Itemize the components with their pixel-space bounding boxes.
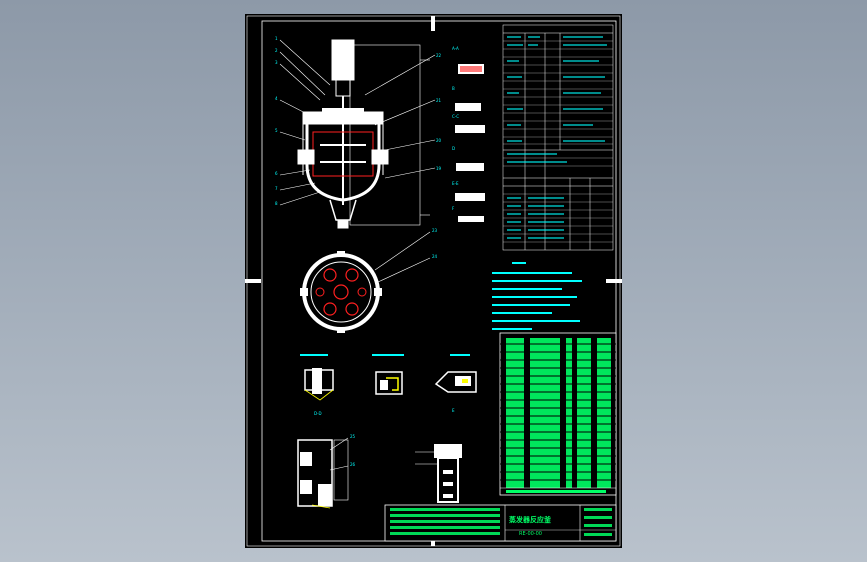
- svg-text:21: 21: [436, 98, 442, 103]
- svg-text:E-E: E-E: [452, 181, 459, 186]
- main-view-leaders: [279, 39, 436, 206]
- lower-detail-3: E: [434, 354, 477, 413]
- main-view-balloons: 1 2 3 4 5 6 7 8 22 21 20 19: [275, 36, 442, 206]
- svg-text:D: D: [452, 146, 455, 151]
- svg-text:25: 25: [350, 434, 356, 439]
- lower-detail-2: [372, 354, 404, 395]
- svg-text:23: 23: [432, 228, 438, 233]
- svg-text:7: 7: [275, 186, 278, 191]
- center-mark-left: [245, 279, 261, 283]
- svg-text:24: 24: [432, 254, 438, 259]
- svg-text:E: E: [452, 408, 455, 413]
- svg-text:B: B: [452, 86, 455, 91]
- svg-text:2: 2: [275, 48, 278, 53]
- svg-text:C-C: C-C: [452, 114, 459, 119]
- drawing-number: RE-00-00: [519, 531, 542, 537]
- drawing-name: 蒸发器反应釜: [509, 516, 551, 524]
- center-mark-right: [606, 279, 622, 283]
- main-elevation-view: [297, 39, 430, 229]
- parts-list: [499, 332, 617, 496]
- svg-text:5: 5: [275, 128, 278, 133]
- lower-detail-1: D-D: [300, 354, 334, 416]
- spec-table-fills: [507, 36, 607, 239]
- svg-text:A-A: A-A: [452, 46, 459, 51]
- plan-view: 23 24: [300, 228, 438, 333]
- svg-text:6: 6: [275, 171, 278, 176]
- spec-table: [502, 24, 614, 251]
- lower-detail-5: [415, 444, 462, 503]
- spec-table-rows: [503, 40, 613, 243]
- svg-text:22: 22: [436, 53, 442, 58]
- svg-text:26: 26: [350, 462, 356, 467]
- technical-notes: [492, 262, 582, 330]
- svg-text:4: 4: [275, 96, 278, 101]
- center-mark-top: [431, 16, 435, 31]
- svg-text:D-D: D-D: [314, 411, 322, 416]
- lower-detail-4: 25 26: [297, 434, 356, 509]
- svg-text:1: 1: [275, 36, 278, 41]
- svg-text:F: F: [452, 206, 455, 211]
- title-block: [384, 504, 617, 542]
- svg-text:3: 3: [275, 60, 278, 65]
- svg-text:20: 20: [436, 138, 442, 143]
- svg-text:19: 19: [436, 166, 442, 171]
- svg-text:8: 8: [275, 201, 278, 206]
- detail-strips: A-A B C-C D E-E F: [452, 46, 485, 222]
